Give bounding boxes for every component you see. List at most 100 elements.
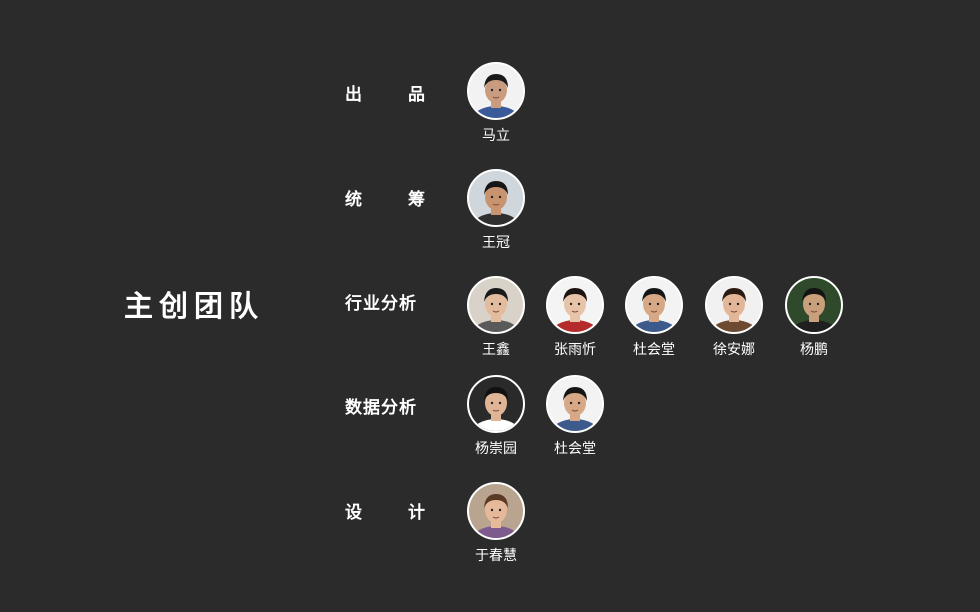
team-title: 主创团队 — [124, 289, 265, 323]
portrait-face — [485, 497, 507, 523]
portrait-hair — [642, 288, 666, 302]
portrait-eye — [728, 302, 732, 306]
person-photo-icon — [467, 276, 525, 334]
portrait-eye — [498, 88, 502, 92]
person-photo-icon — [546, 276, 604, 334]
member-name: 杨鹏 — [800, 342, 828, 358]
role-label-design: 设 计 — [345, 502, 425, 524]
portrait-eye — [490, 302, 494, 306]
member-card[interactable]: 杨鹏 — [774, 276, 854, 359]
portrait-face — [643, 291, 665, 317]
member-card[interactable]: 徐安娜 — [694, 276, 774, 359]
member-name: 于春慧 — [475, 548, 517, 564]
portrait-shoulders — [472, 320, 520, 332]
portrait-eye — [490, 88, 494, 92]
portrait-shoulders — [472, 106, 520, 118]
portrait-hair — [563, 288, 587, 302]
portrait-eye — [498, 302, 502, 306]
portrait-graphic — [469, 278, 523, 332]
portrait-shoulders — [790, 320, 838, 332]
portrait-face — [485, 77, 507, 103]
portrait-mouth — [810, 310, 818, 313]
portrait-hair — [722, 288, 746, 302]
portrait-graphic — [469, 64, 523, 118]
portrait-eye — [816, 302, 820, 306]
member-name: 徐安娜 — [713, 342, 755, 358]
person-photo-icon — [625, 276, 683, 334]
portrait-mouth — [492, 310, 500, 313]
portrait-graphic — [787, 278, 841, 332]
portrait-mouth — [571, 409, 579, 412]
role-label-char: 筹 — [408, 190, 425, 210]
role-row-data-analysis: 数据分析 杨崇园 杜会堂 — [0, 375, 980, 485]
portrait-eye — [490, 508, 494, 512]
portrait-eye — [498, 195, 502, 199]
portrait-hair — [484, 494, 508, 508]
portrait-shoulders — [472, 526, 520, 538]
portrait-graphic — [707, 278, 761, 332]
role-label-coordinator: 统 筹 — [345, 189, 425, 211]
portrait-hair — [802, 288, 826, 302]
role-label-char: 设 — [345, 503, 362, 523]
person-photo-icon — [467, 169, 525, 227]
portrait-mouth — [492, 516, 500, 519]
portrait-face — [485, 390, 507, 416]
portrait-face — [485, 184, 507, 210]
portrait-shoulders — [551, 419, 599, 431]
portrait-shoulders — [551, 320, 599, 332]
portrait-eye — [656, 302, 660, 306]
member-name: 张雨忻 — [554, 342, 596, 358]
member-name: 杨崇园 — [475, 441, 517, 457]
person-photo-icon — [467, 375, 525, 433]
portrait-mouth — [492, 96, 500, 99]
portrait-hair — [484, 181, 508, 195]
portrait-face — [564, 291, 586, 317]
member-name: 王鑫 — [482, 342, 510, 358]
portrait-eye — [490, 401, 494, 405]
portrait-eye — [490, 195, 494, 199]
portrait-shoulders — [472, 419, 520, 431]
portrait-eye — [569, 401, 573, 405]
role-row-industry-analysis: 行业分析 王鑫 张雨忻 杜会堂 徐安娜 杨鹏 — [0, 276, 980, 386]
portrait-graphic — [548, 278, 602, 332]
role-label-char: 出 — [345, 85, 362, 105]
portrait-hair — [484, 387, 508, 401]
portrait-shoulders — [710, 320, 758, 332]
portrait-graphic — [469, 377, 523, 431]
portrait-eye — [569, 302, 573, 306]
member-card[interactable]: 于春慧 — [456, 482, 536, 565]
person-photo-icon — [546, 375, 604, 433]
member-card[interactable]: 张雨忻 — [535, 276, 615, 359]
member-name: 马立 — [482, 128, 510, 144]
portrait-hair — [484, 288, 508, 302]
portrait-eye — [808, 302, 812, 306]
portrait-graphic — [469, 171, 523, 225]
portrait-eye — [648, 302, 652, 306]
member-card[interactable]: 马立 — [456, 62, 536, 145]
portrait-graphic — [627, 278, 681, 332]
portrait-eye — [577, 401, 581, 405]
person-photo-icon — [785, 276, 843, 334]
member-card[interactable]: 王冠 — [456, 169, 536, 252]
portrait-hair — [563, 387, 587, 401]
portrait-mouth — [650, 310, 658, 313]
member-card[interactable]: 王鑫 — [456, 276, 536, 359]
person-photo-icon — [467, 482, 525, 540]
role-label-industry-analysis: 行业分析 — [345, 294, 417, 314]
role-label-char: 计 — [408, 503, 425, 523]
member-card[interactable]: 杜会堂 — [614, 276, 694, 359]
member-card[interactable]: 杨崇园 — [456, 375, 536, 458]
person-photo-icon — [705, 276, 763, 334]
portrait-face — [803, 291, 825, 317]
role-row-coordinator: 统 筹 王冠 — [0, 169, 980, 279]
portrait-hair — [484, 74, 508, 88]
person-photo-icon — [467, 62, 525, 120]
portrait-face — [723, 291, 745, 317]
portrait-shoulders — [630, 320, 678, 332]
role-label-data-analysis: 数据分析 — [345, 398, 417, 418]
portrait-graphic — [548, 377, 602, 431]
member-name: 王冠 — [482, 235, 510, 251]
role-label-producer: 出 品 — [345, 84, 425, 106]
member-card[interactable]: 杜会堂 — [535, 375, 615, 458]
portrait-mouth — [571, 310, 579, 313]
